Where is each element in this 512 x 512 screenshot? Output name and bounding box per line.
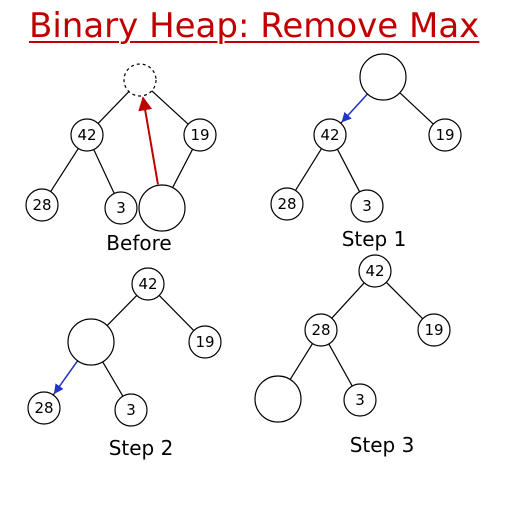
tree-edge <box>331 282 365 319</box>
node-value: 28 <box>32 196 51 214</box>
node-circle <box>313 118 347 152</box>
node-circle <box>417 313 451 347</box>
heap-node: 19 <box>428 118 462 152</box>
heap-node: 42 <box>131 267 165 301</box>
heap-node: 12 <box>254 375 302 423</box>
node-value: 42 <box>365 262 384 280</box>
node-circle <box>123 63 157 97</box>
heap-node: 12 <box>67 318 115 366</box>
node-value: 42 <box>77 126 96 144</box>
tree-edge <box>93 149 115 194</box>
step-caption: Before <box>106 231 171 255</box>
node-circle <box>131 267 165 301</box>
node-circle <box>183 118 217 152</box>
tree-edge <box>394 87 434 125</box>
step-caption: Step 3 <box>350 433 415 457</box>
tree-edge <box>158 294 195 332</box>
node-value: 28 <box>311 321 330 339</box>
tree-edge <box>97 91 130 124</box>
node-circle <box>428 118 462 152</box>
node-value: 42 <box>320 126 339 144</box>
tree-edge <box>151 90 189 125</box>
tree-edge <box>285 343 314 386</box>
tree-edge <box>101 294 138 332</box>
move-to-root-arrow <box>138 96 159 185</box>
node-circle <box>358 254 392 288</box>
node-value: 28 <box>277 195 296 213</box>
swap-arrow <box>341 94 368 123</box>
tree-edge <box>328 343 353 387</box>
node-circle <box>25 188 59 222</box>
node-value: 19 <box>424 321 443 339</box>
node-value: 42 <box>138 275 157 293</box>
heap-node: 19 <box>417 313 451 347</box>
node-circle <box>350 189 384 223</box>
tree-edge <box>98 355 124 397</box>
final-position-ring <box>254 375 302 423</box>
step-caption: Step 2 <box>109 436 174 460</box>
node-value: 3 <box>126 401 136 419</box>
swap-arrow <box>53 361 78 395</box>
node-value: 3 <box>116 199 126 217</box>
node-circle <box>304 313 338 347</box>
heap-panel: 42 19 28 3 12Before <box>25 63 217 255</box>
heap-node: 19 <box>183 118 217 152</box>
tree-edge <box>50 148 79 192</box>
node-value: 3 <box>355 391 365 409</box>
heap-node: 3 <box>343 383 377 417</box>
heap-node: 28 <box>304 313 338 347</box>
node-circle <box>27 391 61 425</box>
tree-edge <box>385 281 424 320</box>
node-value: 19 <box>435 126 454 144</box>
node-circle <box>188 325 222 359</box>
heap-node: 3 <box>350 189 384 223</box>
heap-node: 42 <box>70 118 104 152</box>
node-circle <box>114 393 148 427</box>
tree-edge <box>336 148 361 193</box>
node-value: 28 <box>34 399 53 417</box>
node-value: 19 <box>190 126 209 144</box>
node-circle <box>270 187 304 221</box>
heap-node: 42 <box>313 118 347 152</box>
heap-node: 3 <box>104 191 138 225</box>
heap-node: 19 <box>188 325 222 359</box>
heap-node: 12 <box>359 53 407 101</box>
empty-root-node <box>123 63 157 97</box>
node-circle <box>104 191 138 225</box>
node-circle <box>343 383 377 417</box>
heap-node: 3 <box>114 393 148 427</box>
node-value: 3 <box>362 197 372 215</box>
highlight-ring <box>67 318 115 366</box>
tree-edge <box>168 148 194 195</box>
tree-edge <box>294 148 323 191</box>
heap-node: 42 <box>358 254 392 288</box>
heap-node: 12 <box>138 184 186 232</box>
highlight-ring <box>138 184 186 232</box>
heap-node: 28 <box>27 391 61 425</box>
highlight-ring <box>359 53 407 101</box>
page-title: Binary Heap: Remove Max <box>29 6 480 46</box>
node-circle <box>70 118 104 152</box>
heap-node: 28 <box>25 188 59 222</box>
heap-node: 28 <box>270 187 304 221</box>
node-value: 19 <box>195 333 214 351</box>
step-caption: Step 1 <box>342 227 407 251</box>
